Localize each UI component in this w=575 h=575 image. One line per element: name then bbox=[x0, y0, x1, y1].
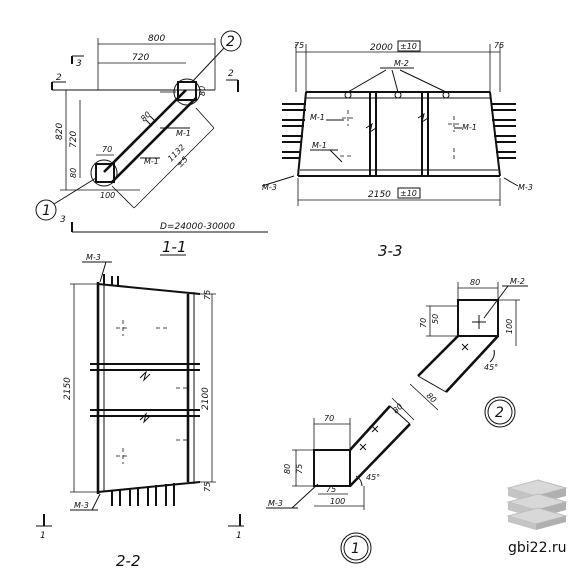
tol-bottom: ±10 bbox=[400, 189, 417, 198]
m1-label-right: M-1 bbox=[462, 123, 477, 132]
callout-2: 2 bbox=[226, 34, 235, 50]
m1-label-mid: M-1 bbox=[310, 113, 325, 122]
detail-2-number: 2 bbox=[495, 405, 504, 421]
d2-dim-80-top: 80 bbox=[470, 278, 480, 287]
d2-dim-50: 50 bbox=[431, 314, 440, 324]
watermark-site: gbi22.ru bbox=[508, 540, 567, 556]
dim-800: 800 bbox=[148, 34, 165, 44]
cut-1-left: 1 bbox=[40, 531, 46, 541]
d1-dim-100: 100 bbox=[330, 497, 345, 506]
d1-dim-70: 70 bbox=[324, 414, 334, 423]
dim-75-right: 75 bbox=[494, 41, 504, 50]
m1-label-lower: M-1 bbox=[144, 157, 159, 166]
d2-dim-100: 100 bbox=[505, 319, 514, 334]
dim-80-top: 80 bbox=[198, 86, 207, 96]
d1-angle: 45° bbox=[366, 473, 380, 482]
dim-100: 100 bbox=[100, 191, 115, 200]
m3-label-right: M-3 bbox=[518, 183, 533, 192]
view-1-1: 800 720 820 720 80 80 1132 ±5 bbox=[35, 30, 268, 256]
dim-2150: 2150 bbox=[368, 190, 391, 200]
dim-720-side: 720 bbox=[69, 131, 79, 148]
diameter-note: D=24000-30000 bbox=[160, 222, 235, 232]
ribs-top bbox=[103, 274, 119, 286]
cut-2-right: 2 bbox=[228, 69, 234, 79]
cut-2-left: 2 bbox=[56, 73, 62, 83]
dim-2000: 2000 bbox=[370, 43, 393, 53]
m3-label-left: M-3 bbox=[262, 183, 277, 192]
dim-2150: 2150 bbox=[63, 377, 73, 400]
view-1-1-title: 1-1 bbox=[162, 238, 187, 256]
dim-75-top: 75 bbox=[203, 290, 212, 300]
d2-m2-label: M-2 bbox=[510, 277, 525, 286]
cut-3-top: 3 bbox=[76, 59, 82, 69]
d1-dim-80-left: 80 bbox=[283, 464, 292, 474]
ribs-left bbox=[282, 103, 306, 159]
watermark: gbi22.ru bbox=[506, 479, 568, 556]
ribs-right bbox=[491, 103, 516, 159]
watermark-logo-icon bbox=[506, 479, 568, 530]
view-2-2-title: 2-2 bbox=[116, 552, 141, 570]
d2-dim-80-diag: 80 bbox=[425, 391, 439, 405]
callout-1: 1 bbox=[42, 203, 51, 219]
detail-1-number: 1 bbox=[351, 541, 360, 557]
dim-70: 70 bbox=[102, 145, 112, 154]
d1-m3-label: M-3 bbox=[268, 499, 283, 508]
tol-top: ±10 bbox=[400, 42, 417, 51]
ribs-bottom bbox=[111, 483, 175, 506]
detail-1: 70 80 80 75 75 100 45° M-3 1 bbox=[266, 397, 415, 564]
cut-3-bottom: 3 bbox=[60, 215, 66, 225]
dim-2100: 2100 bbox=[201, 387, 211, 410]
dim-720-top: 720 bbox=[132, 53, 149, 63]
detail-2: 80 70 50 100 80 45° M-2 2 bbox=[409, 277, 528, 428]
d2-angle: 45° bbox=[484, 363, 498, 372]
dim-820: 820 bbox=[55, 123, 65, 140]
cut-1-right: 1 bbox=[236, 531, 242, 541]
view-3-3: 75 75 2000 ±10 M-2 bbox=[261, 40, 533, 260]
dim-80-diag: 80 bbox=[139, 110, 153, 124]
m3-label-bottom: M-3 bbox=[74, 501, 89, 510]
dim-75-bottom: 75 bbox=[203, 482, 212, 492]
d2-dim-70: 70 bbox=[419, 318, 428, 328]
m1-label-left: M-1 bbox=[312, 141, 327, 150]
m3-label-top: M-3 bbox=[86, 253, 101, 262]
view-3-3-title: 3-3 bbox=[378, 242, 403, 260]
m1-label-upper: M-1 bbox=[176, 129, 191, 138]
view-2-2: M-3 M-3 2150 2100 75 75 1 1 2-2 bbox=[36, 253, 244, 570]
dim-75-left: 75 bbox=[294, 41, 304, 50]
m2-label: M-2 bbox=[394, 59, 409, 68]
d1-dim-75-left: 75 bbox=[295, 464, 304, 474]
dim-80-left: 80 bbox=[69, 168, 78, 178]
d1-dim-75-bottom: 75 bbox=[326, 485, 336, 494]
